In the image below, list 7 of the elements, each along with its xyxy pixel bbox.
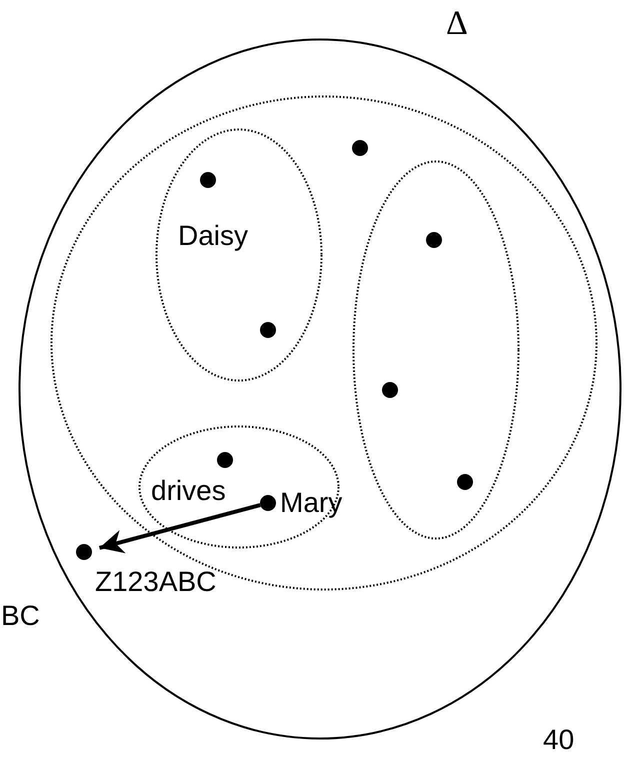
point-label: Mary — [280, 487, 342, 519]
note-text: 40 — [543, 724, 574, 756]
note-text: BC — [1, 600, 40, 632]
point-label: Z123ABC — [95, 566, 216, 598]
arrow — [98, 503, 261, 554]
set-symbol: Δ — [446, 6, 468, 42]
point-label: Daisy — [178, 220, 248, 252]
